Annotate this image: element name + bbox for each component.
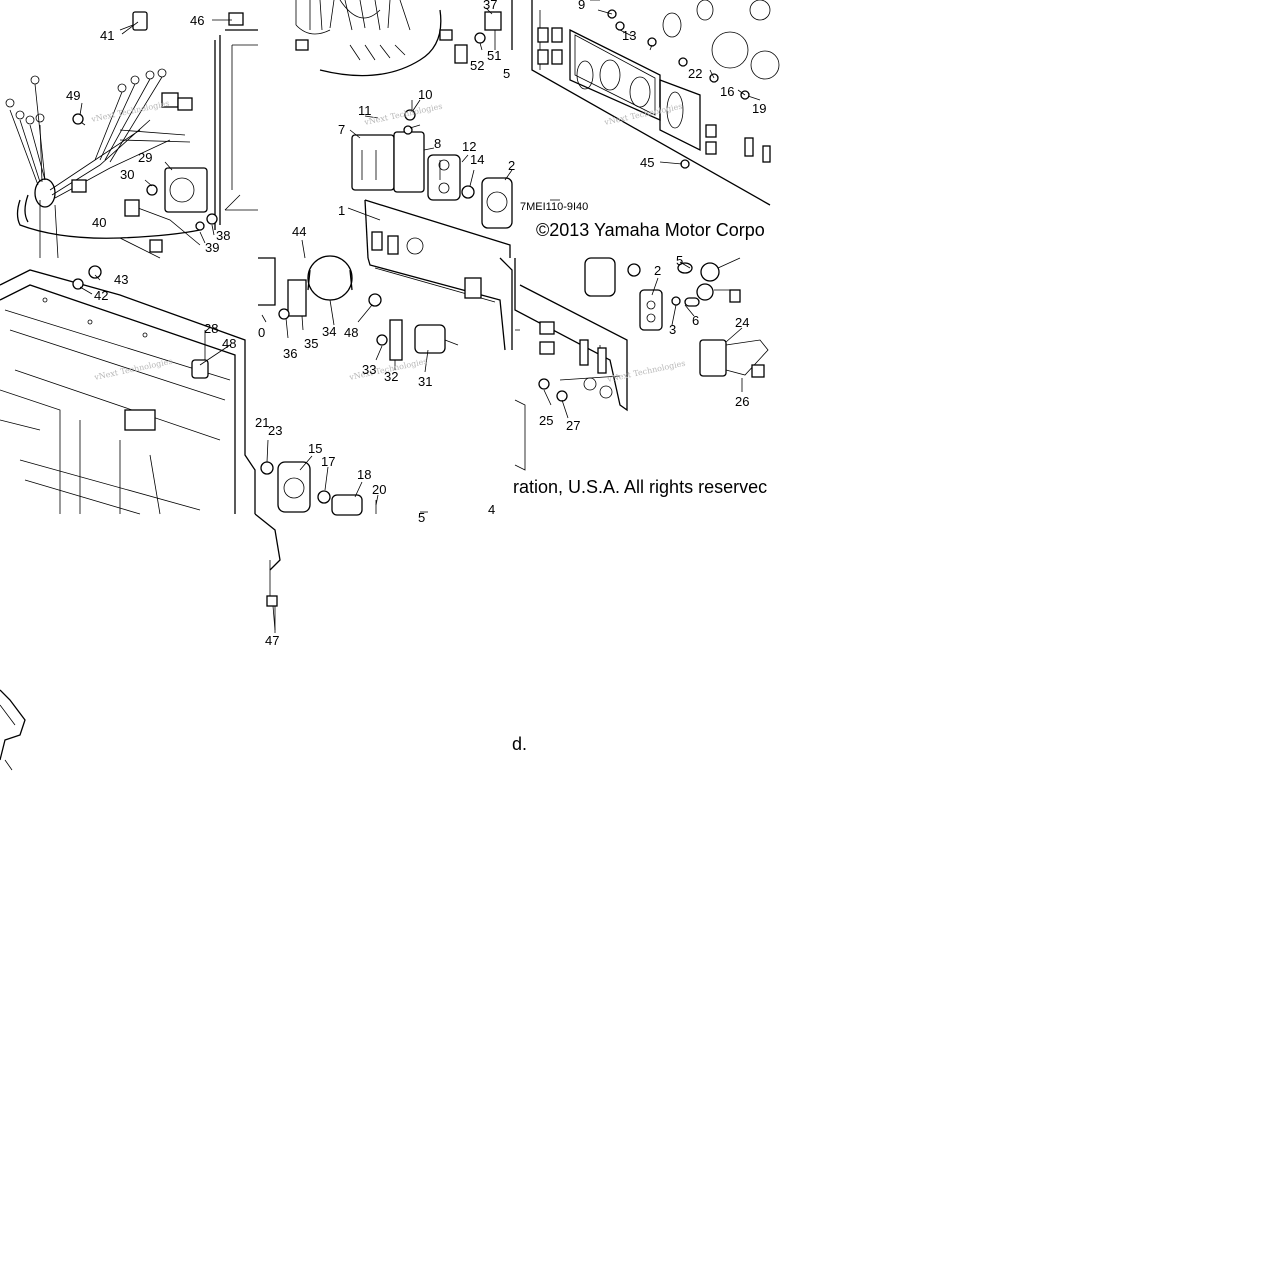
callout-label: 43: [114, 272, 128, 287]
front-panel-tile: [531, 0, 780, 206]
callout-label: 31: [418, 374, 432, 389]
callout-label: 5: [503, 66, 510, 81]
callout-label: 15: [308, 441, 322, 456]
callout-label: 7: [338, 122, 345, 137]
wiring-harness-tile: [5, 11, 258, 259]
callout-label: 51: [487, 48, 501, 63]
callout-label: 22: [688, 66, 702, 81]
control-box-tile: [295, 0, 513, 259]
callout-label: 48: [222, 336, 236, 351]
callout-label: 10: [418, 87, 432, 102]
callout-label: 47: [265, 633, 279, 648]
callout-label: 13: [622, 28, 636, 43]
callout-label: 36: [283, 346, 297, 361]
callout-label: 23: [268, 423, 282, 438]
callout-label: 41: [100, 28, 114, 43]
callout-label: 44: [292, 224, 306, 239]
callout-label: 40: [92, 215, 106, 230]
callout-label: 52: [470, 58, 484, 73]
callout-label: 46: [190, 13, 204, 28]
leader-lines: [79, 7, 761, 633]
receptacle-tile: [260, 461, 428, 516]
callout-label: 18: [357, 467, 371, 482]
copyright-line-1: ©2013 Yamaha Motor Corpo: [536, 220, 765, 240]
callout-label: 2: [654, 263, 661, 278]
callout-label: 17: [321, 454, 335, 469]
callout-label: 19: [752, 101, 766, 116]
callout-label: 0: [258, 325, 265, 340]
callout-label: 20: [372, 482, 386, 497]
callout-label: 45: [640, 155, 654, 170]
callout-label: 24: [735, 315, 749, 330]
callout-label: 49: [66, 88, 80, 103]
part-code: 7MEI110-9I40: [520, 201, 588, 213]
callout-label: 14: [470, 152, 484, 167]
capacitor-tile: [254, 255, 513, 631]
callout-label: 16: [720, 84, 734, 99]
callout-label: 1: [338, 203, 345, 218]
callout-label: 42: [94, 288, 108, 303]
frame-tile: [0, 265, 256, 515]
callout-labels: 41 46 49 29 30 40 38 39 43 42 28 48 21 2…: [66, 0, 766, 648]
watermark-6: vNext Technologies: [606, 359, 687, 385]
callout-label: 9: [578, 0, 585, 12]
callout-label: 35: [304, 336, 318, 351]
callout-label: 28: [204, 321, 218, 336]
callout-label: 12: [462, 139, 476, 154]
callout-label: 26: [735, 394, 749, 409]
callout-label: 30: [120, 167, 134, 182]
copyright-line-2: ration, U.S.A. All rights reservec: [513, 477, 767, 497]
rear-panel-tile: [514, 257, 769, 471]
callout-label: 27: [566, 418, 580, 433]
watermark-1: vNext Technologies: [90, 99, 171, 125]
callout-label: 38: [216, 228, 230, 243]
bottom-left-tile: [0, 689, 26, 771]
copyright-line-3: d.: [512, 734, 527, 754]
callout-label: 5: [418, 510, 425, 525]
callout-label: 2: [508, 158, 515, 173]
callout-label: 8: [434, 136, 441, 151]
callout-label: 39: [205, 240, 219, 255]
watermark-2: vNext Technologies: [363, 102, 444, 128]
callout-label: 32: [384, 369, 398, 384]
callout-label: 3: [669, 322, 676, 337]
callout-label: 6: [692, 313, 699, 328]
callout-label: 48: [344, 325, 358, 340]
callout-label: 29: [138, 150, 152, 165]
callout-label: 4: [488, 502, 495, 517]
callout-label: 34: [322, 324, 336, 339]
callout-label: 37: [483, 0, 497, 12]
callout-label: 25: [539, 413, 553, 428]
callout-label: 21: [255, 415, 269, 430]
callout-label: 11: [358, 103, 372, 118]
callout-label: 5: [676, 253, 683, 268]
watermark-3: vNext Technologies: [603, 102, 684, 128]
callout-label: 33: [362, 362, 376, 377]
